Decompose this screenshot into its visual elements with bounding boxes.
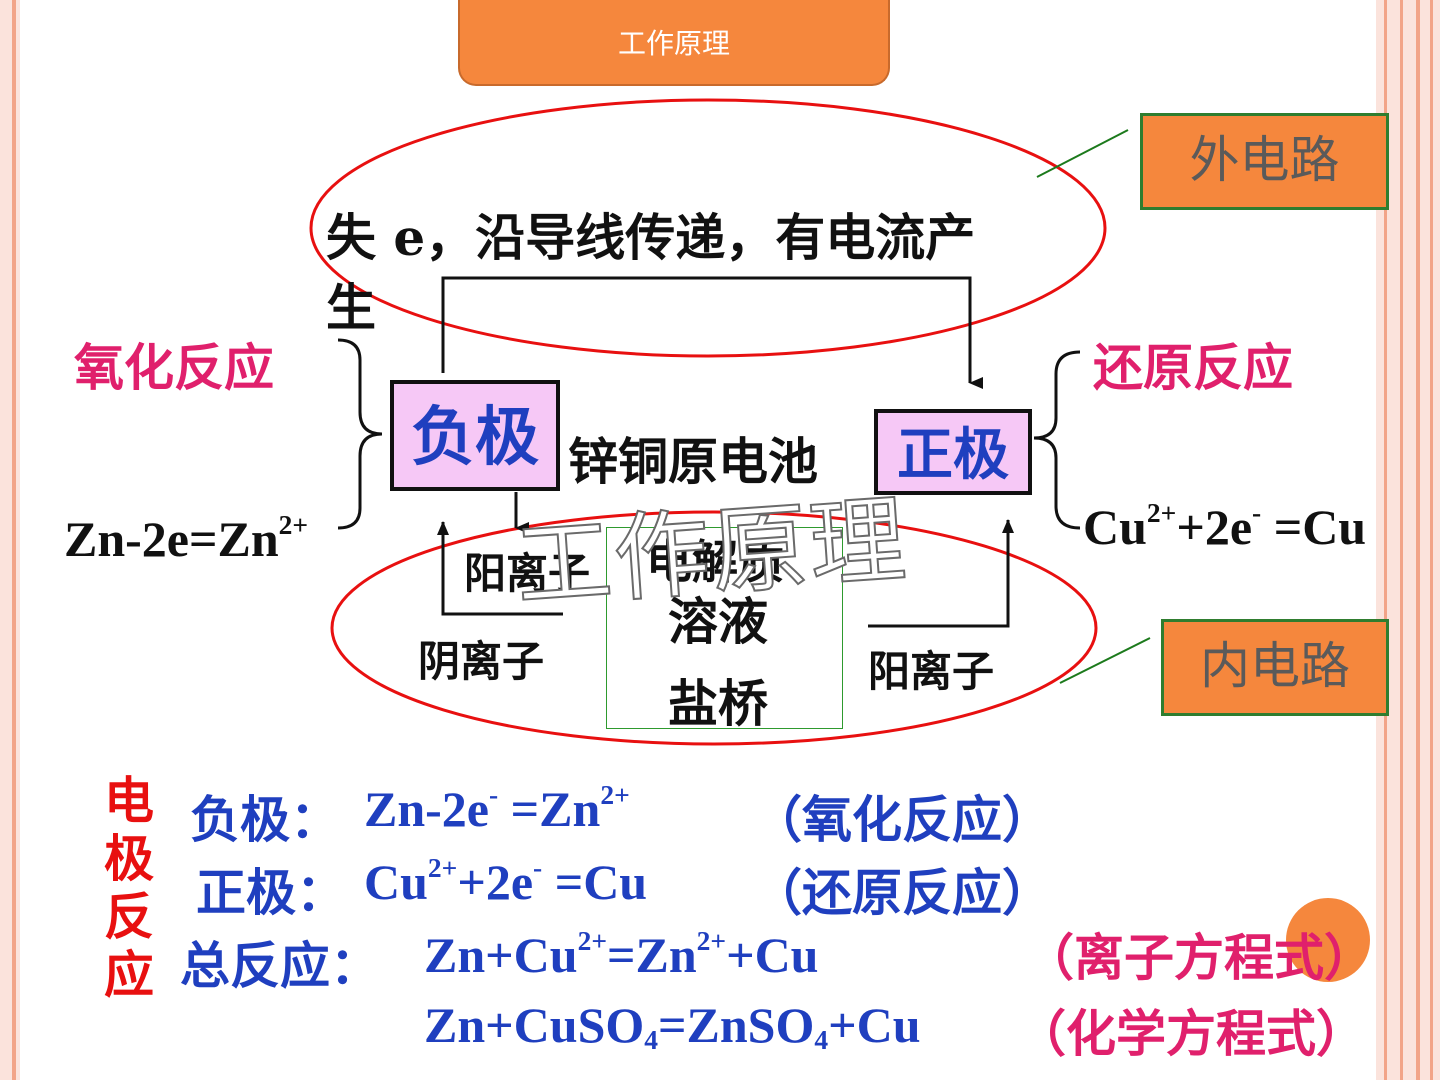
outer-circuit-label: 外电路 (1140, 113, 1389, 210)
salt-bridge-label: 盐桥 (668, 674, 768, 733)
electron-flow-text-cont: 生 (326, 278, 376, 337)
border-stripe (12, 0, 16, 1080)
title-button[interactable]: 工作原理 (458, 0, 890, 86)
border-stripe (1400, 0, 1403, 1080)
inner-circuit-label: 内电路 (1161, 619, 1389, 716)
nav-dot[interactable] (1286, 898, 1370, 982)
anode-side-equation: Zn-2e=Zn2+ (64, 509, 309, 567)
left-brace (337, 338, 383, 530)
solution-label: 溶液 (668, 592, 768, 651)
anode-reaction-equation: Zn-2e- =Zn2+ (364, 779, 630, 837)
cathode-reaction-label: 正极： (196, 863, 346, 922)
cathode-label: 正极 (897, 423, 1009, 488)
anode-reaction-label: 负极： (190, 790, 340, 849)
cathode-reaction-note: （还原反应） (752, 863, 1052, 922)
cation-left-label: 阳离子 (464, 549, 591, 598)
watermark: 工作原理 (511, 482, 912, 623)
cation-right-label: 阳离子 (868, 647, 995, 696)
border-stripe (1384, 0, 1387, 1080)
electrolyte-label: 电解质 (646, 535, 784, 589)
cathode-reaction-equation: Cu2++2e- =Cu (364, 852, 648, 910)
anode-reaction-note: （氧化反应） (752, 790, 1052, 849)
border-stripe (1416, 0, 1420, 1080)
total-reaction-label: 总反应： (180, 936, 380, 995)
anode-label: 负极 (411, 401, 539, 475)
cell-name: 锌铜原电池 (568, 432, 818, 491)
outer-circuit-ellipse (309, 98, 1107, 358)
oxidation-label: 氧化反应 (74, 338, 274, 397)
anion-left-label: 阴离子 (418, 637, 545, 686)
reduction-label: 还原反应 (1093, 338, 1293, 397)
chemical-equation: Zn+CuSO4=ZnSO4+Cu (424, 997, 921, 1055)
anode-box: 负极 (390, 380, 560, 491)
right-brace (1033, 350, 1081, 530)
electrode-reaction-side-label: 电 极 反 应 (104, 771, 154, 1004)
cathode-box: 正极 (874, 409, 1032, 495)
salt-bridge-box (606, 527, 843, 729)
ionic-equation: Zn+Cu2+=Zn2++Cu (424, 925, 819, 983)
ionic-equation-note: （离子方程式） (1024, 928, 1374, 987)
inner-circuit-ellipse (330, 510, 1098, 746)
cathode-side-equation: Cu2++2e- =Cu (1083, 497, 1367, 555)
chemical-equation-note: （化学方程式） (1016, 1004, 1366, 1063)
electron-flow-text: 失 e，沿导线传递，有电流产 (326, 208, 976, 267)
border-stripe (1430, 0, 1433, 1080)
